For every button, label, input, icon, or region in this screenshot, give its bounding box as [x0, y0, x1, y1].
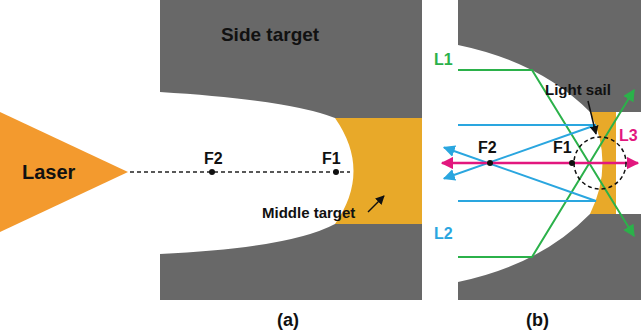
beam-label: L1 — [434, 52, 453, 68]
node-label: Laser — [22, 161, 75, 184]
side-target-block: Side target — [160, 0, 422, 118]
ray-l1 — [458, 70, 634, 236]
node-outline — [160, 0, 422, 118]
side-target-top — [458, 0, 641, 112]
panel-label: (a) — [277, 311, 299, 329]
focus-label: F2 — [204, 151, 223, 167]
light-sail-circle — [574, 137, 626, 189]
beam-label: L2 — [434, 226, 453, 242]
focus-dot — [209, 169, 215, 175]
axis-line — [130, 171, 350, 173]
ray-l2 — [444, 148, 596, 202]
focus-label: F2 — [478, 140, 497, 156]
node-shape — [0, 112, 128, 232]
part-label: Middle target — [262, 205, 355, 220]
part-label: Light sail — [545, 82, 611, 97]
node-shape — [160, 0, 422, 118]
ray-l2 — [444, 125, 596, 179]
ray-l3 — [442, 162, 638, 165]
leader-arrow — [368, 196, 384, 212]
focus-label: F1 — [322, 151, 341, 167]
leader-arrow — [588, 101, 596, 134]
panel-label: (b) — [526, 311, 549, 329]
laser-triangle: Laser — [0, 112, 128, 232]
ray-l1 — [458, 90, 634, 257]
focus-dot — [333, 169, 339, 175]
side-target-bottom — [160, 224, 422, 300]
focus-dot — [487, 160, 493, 166]
focus-label: F1 — [553, 140, 572, 156]
node-label: Side target — [221, 24, 319, 46]
beam-label: L3 — [619, 128, 638, 144]
